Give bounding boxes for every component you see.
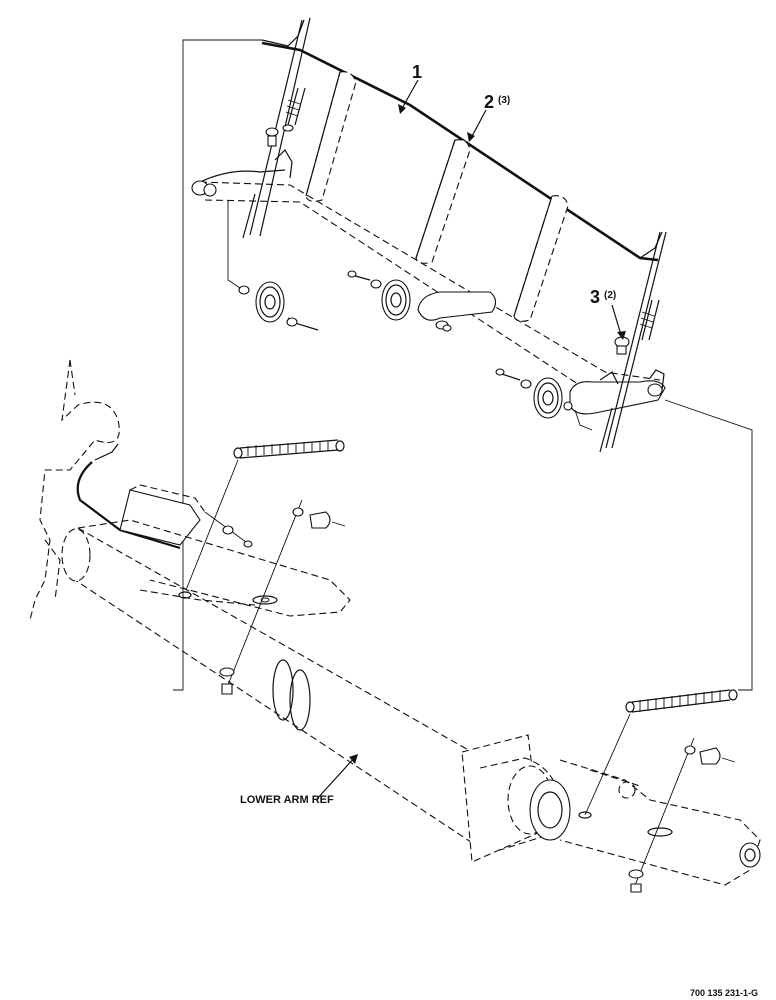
upper-arm-beam	[191, 149, 661, 399]
right-spring	[584, 689, 738, 816]
right-pivot-bolt	[628, 737, 736, 893]
top-rod	[261, 19, 663, 262]
left-pulley	[227, 200, 319, 331]
left-cable-bracket	[76, 443, 253, 550]
callout-3-number: 3	[590, 287, 600, 307]
right-end-arm	[569, 369, 666, 415]
left-reference-leader	[173, 39, 262, 691]
callout-3-qty: (2)	[604, 290, 616, 301]
left-frame-side	[29, 359, 120, 621]
right-pulley	[495, 368, 593, 431]
callout-2-qty: (3)	[498, 95, 510, 106]
lower-arm-tube	[61, 519, 501, 849]
callout-leaders	[315, 79, 626, 801]
left-pivot-bolt	[219, 499, 346, 695]
hanger-brackets	[305, 71, 569, 322]
lower-arm-ref-label: LOWER ARM REF	[240, 794, 334, 806]
callout-1-number: 1	[412, 62, 422, 82]
center-link-arm	[417, 291, 497, 332]
center-pulley	[347, 270, 411, 321]
drawing-number: 700 135 231-1-G	[690, 988, 758, 998]
left-upper-bolt-assembly	[242, 17, 311, 239]
right-reference-leader	[664, 399, 753, 691]
left-spring	[185, 439, 345, 591]
right-pivot-plate	[461, 734, 761, 886]
right-upper-bolt-assembly	[599, 231, 667, 453]
callout-2-number: 2	[484, 92, 494, 112]
